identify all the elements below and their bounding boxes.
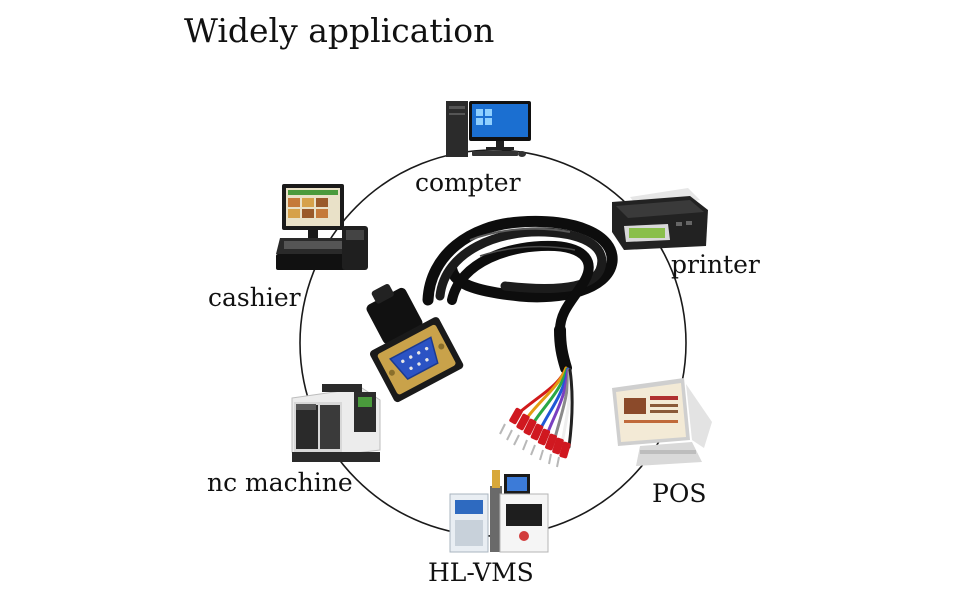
label-cashier: cashier [208,283,301,312]
label-pos: POS [652,479,707,508]
label-printer: printer [671,250,760,279]
desktop-computer-icon [446,101,531,157]
cash-register-icon [276,184,368,270]
printer-icon [612,188,708,250]
pos-terminal-icon [612,378,712,466]
label-hl-vms: HL-VMS [428,558,534,587]
lab-instrument-icon [449,470,549,553]
cnc-machine-icon [291,384,381,462]
db9-cable-icon [366,215,618,468]
label-nc-machine: nc machine [207,468,353,497]
label-computer: compter [415,168,521,197]
page-title: Widely application [184,11,495,50]
